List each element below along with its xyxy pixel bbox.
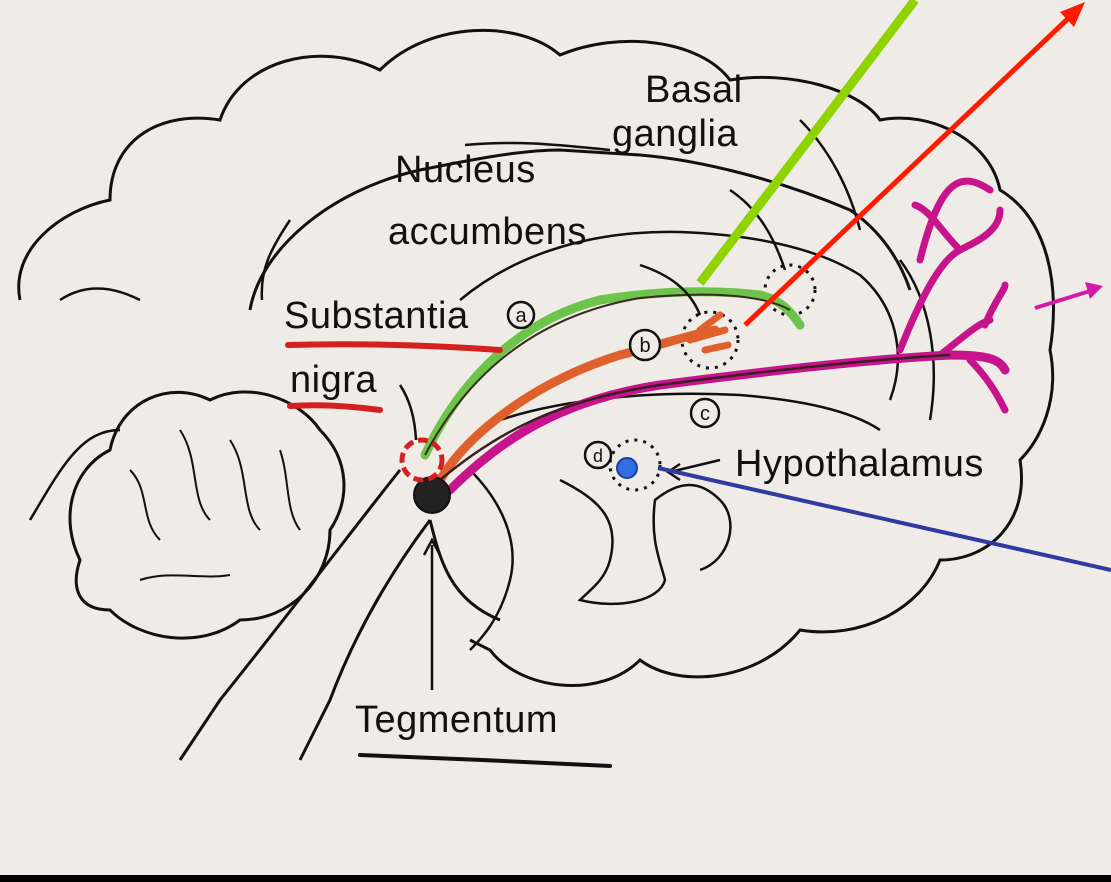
cerebellum-folds xyxy=(130,430,300,580)
pons-outline xyxy=(470,470,513,650)
label-substantia: Substantia xyxy=(284,296,469,336)
svg-text:c: c xyxy=(700,403,710,425)
marker-d: d xyxy=(585,442,611,468)
tegmentum-underline xyxy=(360,755,610,766)
cortex-fold-1 xyxy=(30,288,140,520)
svg-text:a: a xyxy=(515,305,527,327)
label-hypothalamus: Hypothalamus xyxy=(735,444,984,484)
label-tegmentum: Tegmentum xyxy=(355,700,558,740)
magenta-arrow xyxy=(1035,291,1090,308)
pituitary-outline xyxy=(560,480,730,604)
tegmentum-nucleus xyxy=(414,477,450,513)
substantia-underline xyxy=(288,344,500,350)
label-accumbens: accumbens xyxy=(388,212,587,252)
marker-b: b xyxy=(630,330,660,360)
hypothalamus-blue-marker xyxy=(617,458,637,478)
svg-text:b: b xyxy=(639,335,650,357)
substantia-nigra-marker xyxy=(402,440,442,480)
svg-text:d: d xyxy=(593,446,603,466)
nigra-underline xyxy=(290,405,380,410)
marker-a: a xyxy=(508,302,534,328)
red-arrow xyxy=(745,12,1075,325)
magenta-branches xyxy=(900,181,1005,410)
substantia-nigra-pointer xyxy=(400,385,416,440)
marker-c: c xyxy=(691,399,719,427)
tegmentum-pointer xyxy=(424,540,440,690)
label-nucleus: Nucleus xyxy=(395,150,536,190)
label-basal: Basal xyxy=(645,70,743,110)
label-nigra: nigra xyxy=(290,360,377,400)
label-ganglia: ganglia xyxy=(612,114,738,154)
magenta-arrowhead xyxy=(1085,282,1103,299)
